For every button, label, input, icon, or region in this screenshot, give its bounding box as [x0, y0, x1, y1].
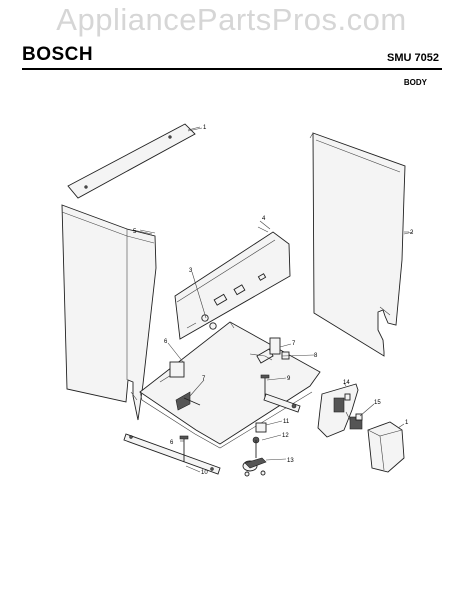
model-number: SMU 7052	[387, 52, 439, 64]
part-side-rail	[263, 393, 301, 413]
part-screw	[179, 435, 189, 462]
callout-7a: 7	[292, 341, 296, 347]
part-right-side-panel	[309, 132, 414, 357]
section-title: BODY	[403, 78, 427, 87]
callout-14: 14	[343, 380, 350, 386]
callout-13: 13	[287, 458, 294, 464]
part-leveling-screw	[260, 374, 270, 398]
part-left-side-panel	[61, 204, 157, 421]
callout-6a: 6	[164, 339, 168, 345]
callout-12: 12	[282, 433, 289, 439]
part-rear-panel	[174, 226, 291, 340]
callout-4: 4	[262, 216, 266, 222]
callout-1a: 1	[203, 125, 207, 131]
part-hinge-bracket	[317, 383, 359, 438]
callout-8: 8	[314, 353, 318, 359]
part-clip	[349, 413, 363, 430]
part-top-strip	[67, 123, 201, 199]
callout-15: 15	[374, 400, 381, 406]
callout-5: 5	[133, 229, 137, 235]
callout-3: 3	[189, 268, 193, 274]
callouts: 1 2 3 4 5 6 7 8 7 9 6 10 11 12 13 14 15 …	[133, 125, 414, 476]
callout-2: 2	[410, 230, 414, 236]
callout-7b: 7	[202, 376, 206, 382]
brand-logo: BOSCH	[22, 44, 94, 65]
callout-11: 11	[283, 419, 290, 425]
part-base-frame	[139, 321, 321, 449]
part-lower-rail	[123, 433, 221, 475]
watermark: AppliancePartsPros.com	[56, 2, 407, 37]
callout-6b: 6	[170, 440, 174, 446]
callout-1b: 1	[405, 420, 409, 426]
part-foot-assembly	[242, 422, 267, 477]
leader-lines	[132, 127, 409, 473]
part-corner-cap	[367, 421, 405, 473]
header-rule	[22, 68, 442, 70]
callout-10: 10	[201, 470, 208, 476]
callout-9: 9	[287, 376, 291, 382]
